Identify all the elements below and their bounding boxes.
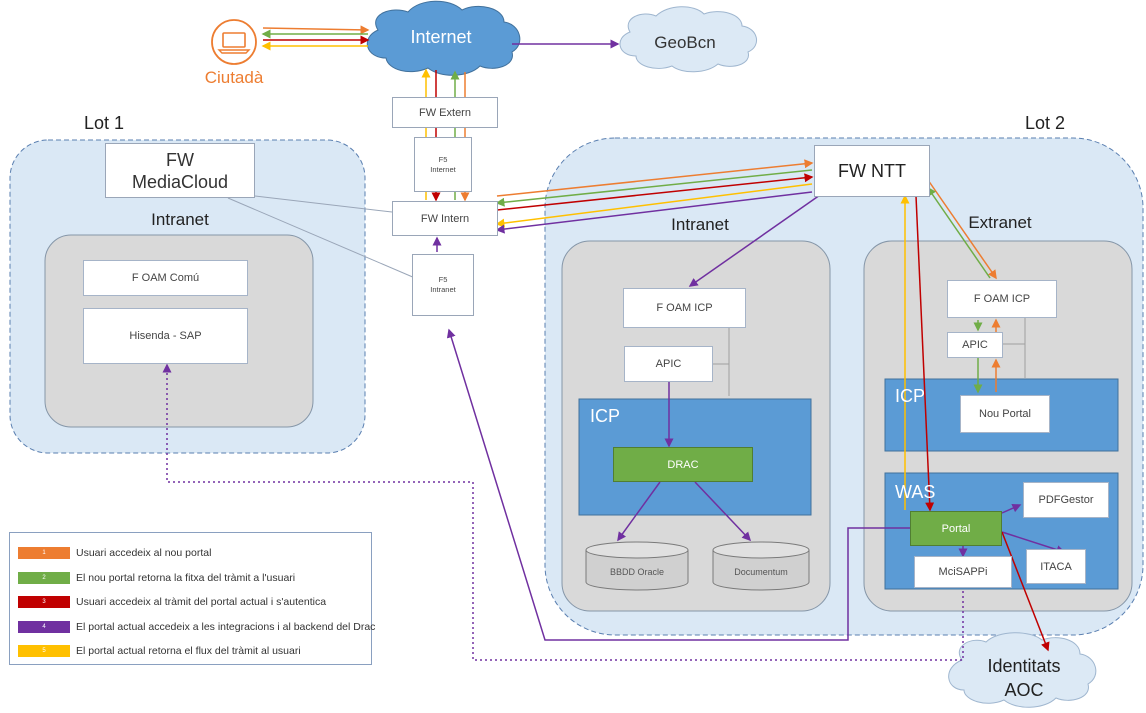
lot1-intranet-label: Intranet [151, 210, 209, 229]
legend-swatch-1: 1 [18, 547, 70, 560]
legend-text-4: El portal actual accedeix a les integrac… [76, 620, 376, 633]
lot2-intranet-label: Intranet [671, 215, 729, 234]
db-oracle-label: BBDD Oracle [609, 567, 664, 577]
fw-extern: FW Extern [392, 97, 498, 128]
fw-mediacloud-line1: FW [166, 149, 194, 170]
f5-intranet-line1: F5 [438, 275, 448, 284]
documentum-label: Documentum [734, 567, 788, 577]
identitats-label: Identitats AOC [968, 654, 1080, 702]
lot1-label: Lot 1 [84, 113, 125, 133]
legend-row-1: 1 Usuari accedeix al nou portal [18, 541, 363, 566]
f5-internet: F5 Internet [414, 137, 472, 192]
fw-intern: FW Intern [392, 201, 498, 236]
identitats-line1: Identitats [987, 656, 1061, 676]
apic-extranet: APIC [947, 332, 1003, 358]
geobcn-label: GeoBcn [654, 33, 716, 52]
foam-icp-intranet: F OAM ICP [623, 288, 746, 328]
legend-text-5: El portal actual retorna el flux del trà… [76, 645, 301, 658]
fw-mediacloud: FW MediaCloud [105, 143, 255, 198]
itaca: ITACA [1026, 549, 1086, 584]
foam-comu: F OAM Comú [83, 260, 248, 296]
fw-mediacloud-line2: MediaCloud [131, 171, 229, 192]
lot2-extranet-label: Extranet [968, 213, 1032, 232]
icp-extranet-label: ICP [895, 386, 926, 406]
geobcn-cloud [619, 6, 757, 73]
nou-portal: Nou Portal [960, 395, 1050, 433]
database-documentum [712, 541, 810, 591]
legend-swatch-2: 2 [18, 571, 70, 584]
legend-row-3: 3 Usuari accedeix al tràmit del portal a… [18, 590, 363, 615]
legend-row-5: 5 El portal actual retorna el flux del t… [18, 639, 363, 664]
legend-swatch-4: 4 [18, 620, 70, 633]
icp-intranet-label: ICP [590, 406, 621, 426]
f5-internet-line1: F5 [438, 154, 448, 164]
was-label: WAS [895, 482, 936, 502]
internet-cloud [366, 0, 521, 76]
identitats-line2: AOC [1004, 680, 1044, 700]
legend-text-2: El nou portal retorna la fitxa del tràmi… [76, 571, 296, 584]
mcisappi: MciSAPPi [914, 556, 1012, 588]
identitats-cloud [948, 632, 1097, 708]
f5-intranet: F5 Intranet [412, 254, 474, 316]
hisenda-sap: Hisenda - SAP [83, 308, 248, 364]
drac: DRAC [613, 447, 753, 482]
foam-icp-extranet: F OAM ICP [947, 280, 1057, 318]
legend: 1 Usuari accedeix al nou portal 2 El nou… [9, 532, 375, 665]
database-oracle [585, 541, 689, 591]
legend-text-3: Usuari accedeix al tràmit del portal act… [76, 596, 327, 609]
legend-row-4: 4 El portal actual accedeix a les integr… [18, 615, 375, 640]
internet-label: Internet [410, 27, 472, 47]
lot2-label: Lot 2 [1025, 113, 1066, 133]
ciutada-label: Ciutadà [204, 68, 264, 87]
fw-ntt: FW NTT [814, 145, 930, 197]
legend-swatch-3: 3 [18, 596, 70, 609]
f5-intranet-line2: Intranet [430, 285, 456, 294]
legend-text-1: Usuari accedeix al nou portal [76, 547, 212, 560]
laptop-icon [211, 19, 257, 65]
pdfgestor: PDFGestor [1023, 482, 1109, 518]
legend-swatch-5: 5 [18, 645, 70, 658]
apic-intranet: APIC [624, 346, 713, 382]
legend-row-2: 2 El nou portal retorna la fitxa del trà… [18, 566, 363, 591]
portal: Portal [910, 511, 1002, 546]
f5-internet-line2: Internet [430, 164, 456, 174]
